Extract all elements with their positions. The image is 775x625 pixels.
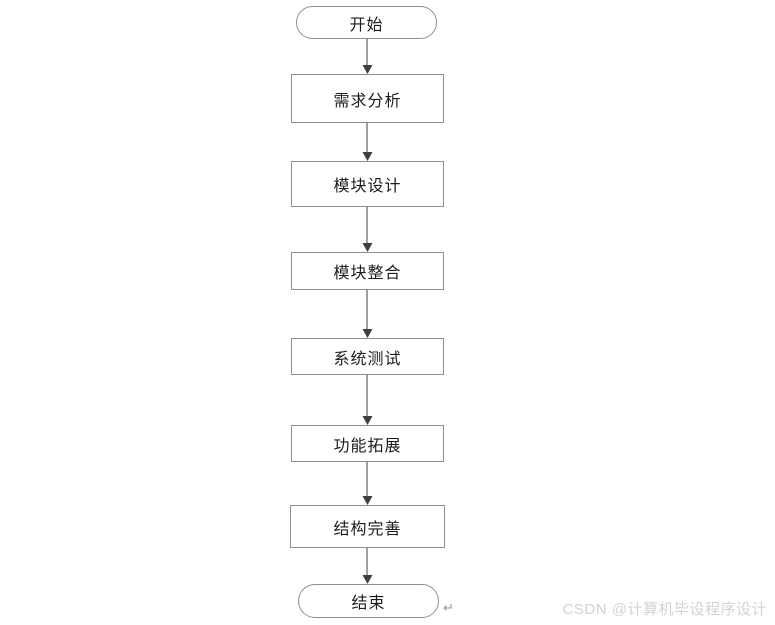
flow-node-module-design-label: 模块设计 [333,178,402,195]
arrow-shaft [366,462,368,496]
arrow-start-to-requirements [362,39,373,74]
flow-node-module-design: 模块设计 [291,161,444,207]
arrowhead-down-icon [362,416,372,425]
arrow-shaft [366,207,368,243]
flow-node-module-integration-label: 模块整合 [333,265,402,282]
flow-node-structure-improvement: 结构完善 [290,505,445,548]
flow-node-end: 结束 [298,584,439,618]
arrowhead-down-icon [362,152,372,161]
arrowhead-down-icon [362,329,372,338]
flow-node-end-label: 结束 [351,595,386,612]
flow-node-start: 开始 [296,6,437,39]
flow-node-structure-improvement-label: 结构完善 [333,520,402,538]
arrowhead-down-icon [362,496,372,505]
flow-node-module-integration: 模块整合 [291,252,444,290]
arrow-design-to-integration [362,207,373,252]
arrow-requirements-to-design [362,123,373,161]
arrow-expansion-to-improvement [362,462,373,505]
flow-node-start-label: 开始 [349,16,384,34]
csdn-watermark: CSDN @计算机毕设程序设计 [562,601,767,618]
arrow-testing-to-expansion [362,375,373,425]
flow-node-requirements-analysis-label: 需求分析 [333,92,402,110]
flow-node-requirements-analysis: 需求分析 [291,74,444,123]
arrowhead-down-icon [362,243,372,252]
flow-node-system-testing-label: 系统测试 [333,350,402,368]
arrow-shaft [366,123,368,152]
arrow-integration-to-testing [362,290,373,338]
flow-node-system-testing: 系统测试 [291,338,444,375]
arrow-shaft [366,290,368,329]
arrowhead-down-icon [362,65,372,74]
flow-node-function-expansion: 功能拓展 [291,425,444,462]
arrowhead-down-icon [362,575,372,584]
arrow-improvement-to-end [362,548,373,584]
arrow-shaft [366,375,368,416]
line-break-mark: ↵ [443,601,454,616]
arrow-shaft [366,548,368,575]
arrow-shaft [366,39,368,65]
flow-node-function-expansion-label: 功能拓展 [333,437,402,455]
